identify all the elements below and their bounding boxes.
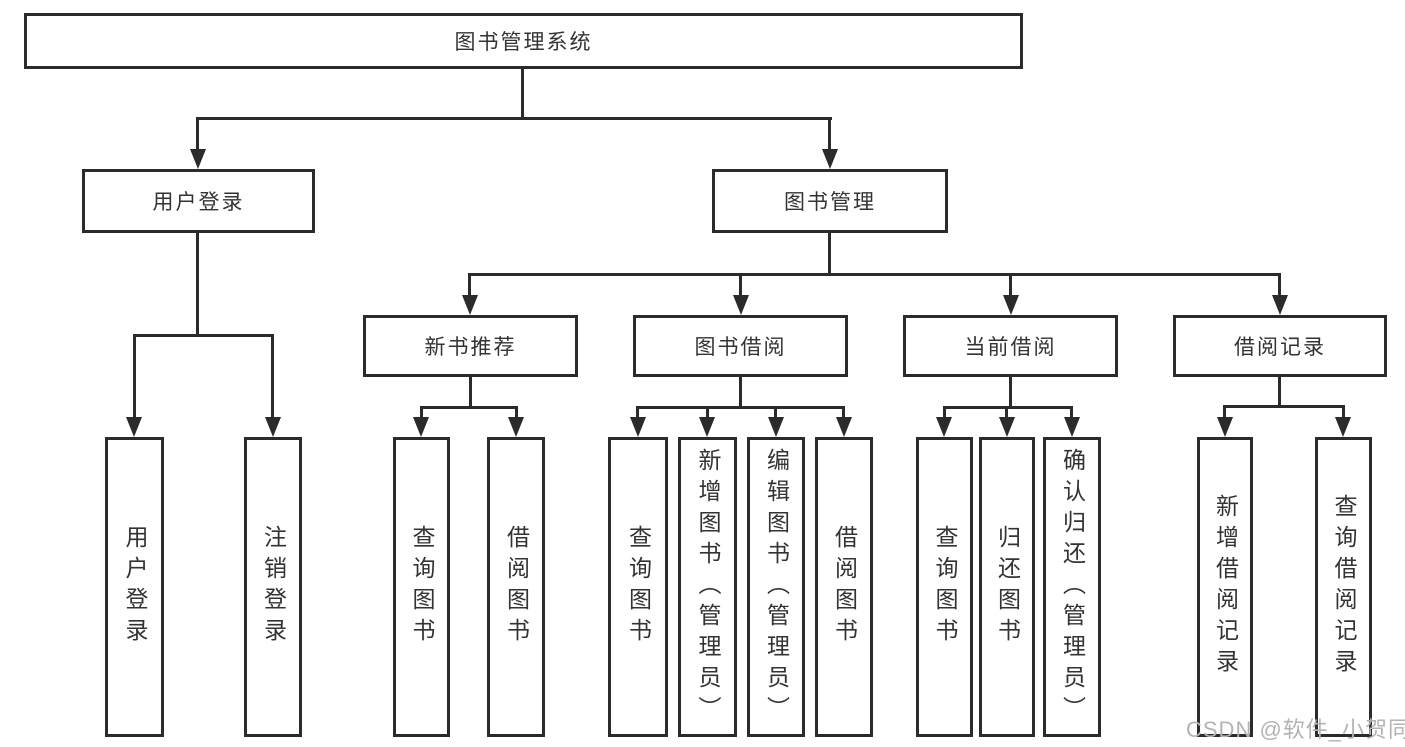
arrow-to-book-borrowing <box>733 295 749 315</box>
leaf-query-books-recommend: 查询图书 <box>393 437 450 737</box>
arrow-to-user-login <box>190 149 206 169</box>
leaf-edit-books-admin-label: 编辑图书（管理员） <box>763 447 790 727</box>
leaf-add-borrow-record-label: 新增借阅记录 <box>1212 494 1239 680</box>
arrow-to-query-books-borrowing <box>630 417 646 437</box>
connector-root-drop-right <box>828 117 831 152</box>
leaf-user-login-label: 用户登录 <box>122 525 148 649</box>
arrow-to-new-book-recommend <box>462 295 478 315</box>
arrow-to-add-borrow-record <box>1217 417 1233 437</box>
arrow-to-leaf-logout <box>265 417 281 437</box>
connector-borrowing-crossbar <box>636 406 845 409</box>
leaf-add-borrow-record: 新增借阅记录 <box>1197 437 1253 737</box>
leaf-add-books-admin-label: 新增图书（管理员） <box>695 447 721 727</box>
connector-login-drop-2 <box>271 334 274 418</box>
connector-records-drop-2 <box>1342 405 1345 418</box>
node-current-borrowing-label: 当前借阅 <box>964 336 1057 359</box>
connector-root-drop-left <box>196 117 199 152</box>
node-library-system: 图书管理系统 <box>24 13 1023 69</box>
node-user-login: 用户登录 <box>82 169 315 233</box>
connector-borrowing-drop-1 <box>636 406 639 418</box>
connector-recommend-crossbar <box>420 406 518 409</box>
connector-recommend-drop-2 <box>515 406 518 418</box>
leaf-borrow-books-recommend: 借阅图书 <box>487 437 545 737</box>
connector-mgmt-stem <box>828 233 831 275</box>
arrow-to-edit-books-admin <box>768 417 784 437</box>
node-library-system-label: 图书管理系统 <box>454 31 593 54</box>
leaf-borrow-books-borrowing-label: 借阅图书 <box>831 525 858 649</box>
node-book-borrowing: 图书借阅 <box>633 315 848 377</box>
leaf-borrow-books-borrowing: 借阅图书 <box>815 437 873 737</box>
connector-current-drop-2 <box>1005 406 1008 418</box>
connector-root-crossbar <box>196 117 832 120</box>
leaf-confirm-return-admin: 确认归还（管理员） <box>1043 437 1101 737</box>
connector-records-crossbar <box>1223 405 1345 408</box>
connector-login-crossbar <box>133 334 274 337</box>
arrow-to-add-books-admin <box>699 417 715 437</box>
arrow-to-query-borrow-record <box>1335 417 1351 437</box>
arrow-to-borrowing-records <box>1272 295 1288 315</box>
node-book-borrowing-label: 图书借阅 <box>694 336 787 359</box>
leaf-query-books-borrowing-label: 查询图书 <box>625 525 652 649</box>
connector-records-stem <box>1278 377 1281 407</box>
leaf-query-borrow-record-label: 查询借阅记录 <box>1331 494 1357 680</box>
arrow-to-leaf-user-login <box>126 417 142 437</box>
connector-borrowing-drop-2 <box>706 406 709 418</box>
connector-records-drop-1 <box>1223 405 1226 418</box>
leaf-query-borrow-record: 查询借阅记录 <box>1315 437 1372 737</box>
connector-recommend-stem <box>469 377 472 408</box>
arrow-to-query-books-current <box>936 417 952 437</box>
connector-mgmt-drop-1 <box>468 273 471 297</box>
arrow-to-query-books-recommend <box>413 417 429 437</box>
connector-login-stem <box>196 233 199 336</box>
connector-mgmt-crossbar <box>469 273 1281 276</box>
connector-mgmt-drop-3 <box>1009 273 1012 297</box>
connector-mgmt-drop-2 <box>739 273 742 297</box>
connector-current-drop-3 <box>1070 406 1073 418</box>
connector-borrowing-drop-4 <box>842 406 845 418</box>
leaf-query-books-recommend-label: 查询图书 <box>409 525 435 649</box>
leaf-logout-label: 注销登录 <box>260 525 287 649</box>
leaf-query-books-borrowing: 查询图书 <box>608 437 668 737</box>
leaf-query-books-current: 查询图书 <box>916 437 973 737</box>
leaf-user-login: 用户登录 <box>105 437 164 737</box>
connector-current-crossbar <box>943 406 1073 409</box>
arrow-to-current-borrowing <box>1003 295 1019 315</box>
node-user-login-label: 用户登录 <box>152 191 245 214</box>
connector-root-stem <box>521 69 524 120</box>
arrow-to-borrow-books-borrowing <box>836 417 852 437</box>
connector-mgmt-drop-4 <box>1278 273 1281 297</box>
node-new-book-recommend: 新书推荐 <box>363 315 578 377</box>
leaf-return-books-label: 归还图书 <box>994 525 1021 649</box>
node-borrowing-records-label: 借阅记录 <box>1234 336 1326 359</box>
arrow-to-borrow-books-recommend <box>508 417 524 437</box>
node-borrowing-records: 借阅记录 <box>1173 315 1387 377</box>
connector-current-stem <box>1009 377 1012 408</box>
leaf-logout: 注销登录 <box>244 437 302 737</box>
connector-recommend-drop-1 <box>420 406 423 418</box>
leaf-confirm-return-admin-label: 确认归还（管理员） <box>1059 447 1086 727</box>
leaf-add-books-admin: 新增图书（管理员） <box>678 437 737 737</box>
node-current-borrowing: 当前借阅 <box>903 315 1118 377</box>
connector-borrowing-stem <box>739 377 742 408</box>
connector-current-drop-1 <box>943 406 946 418</box>
leaf-query-books-current-label: 查询图书 <box>932 525 958 649</box>
node-new-book-recommend-label: 新书推荐 <box>424 336 517 359</box>
leaf-return-books: 归还图书 <box>979 437 1035 737</box>
arrow-to-book-management <box>822 149 838 169</box>
arrow-to-return-books <box>999 417 1015 437</box>
node-book-management-label: 图书管理 <box>784 191 876 214</box>
connector-borrowing-drop-3 <box>774 406 777 418</box>
leaf-edit-books-admin: 编辑图书（管理员） <box>747 437 805 737</box>
watermark: CSDN @软件_小贺同学 <box>1186 717 1405 742</box>
arrow-to-confirm-return-admin <box>1064 417 1080 437</box>
leaf-borrow-books-recommend-label: 借阅图书 <box>503 525 530 649</box>
node-book-management: 图书管理 <box>712 169 948 233</box>
connector-login-drop-1 <box>133 334 136 418</box>
